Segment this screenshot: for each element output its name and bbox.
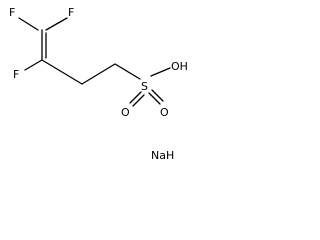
chemical-structure: F F F OH S O O NaH [9, 6, 188, 162]
atom-oxygen-lower: O [160, 106, 169, 119]
bond-c3-c4 [81, 63, 116, 85]
bond-s-o2 [148, 92, 161, 105]
bond-f2-c1 [45, 17, 68, 31]
atom-f-top-right: F [68, 6, 74, 19]
bond-s-oh [150, 67, 171, 77]
atom-f-top-left: F [9, 6, 15, 19]
bonds [18, 17, 171, 107]
atom-f-side: F [13, 68, 19, 81]
atom-hydroxyl: OH [171, 60, 188, 73]
bond-c4-s [114, 63, 141, 80]
bond-c2-c3 [41, 59, 83, 85]
bond-s-o1-double [132, 94, 145, 107]
bond-f1-c1 [18, 17, 39, 31]
atom-labels: F F F OH S O O NaH [9, 6, 188, 162]
atom-sulfur: S [141, 80, 148, 93]
atom-oxygen-upper: O [121, 106, 130, 119]
bond-s-o1 [129, 91, 142, 104]
counterion-label: NaH [151, 149, 174, 162]
bond-c2-f3 [24, 59, 43, 71]
bond-s-o2-double [151, 89, 164, 102]
